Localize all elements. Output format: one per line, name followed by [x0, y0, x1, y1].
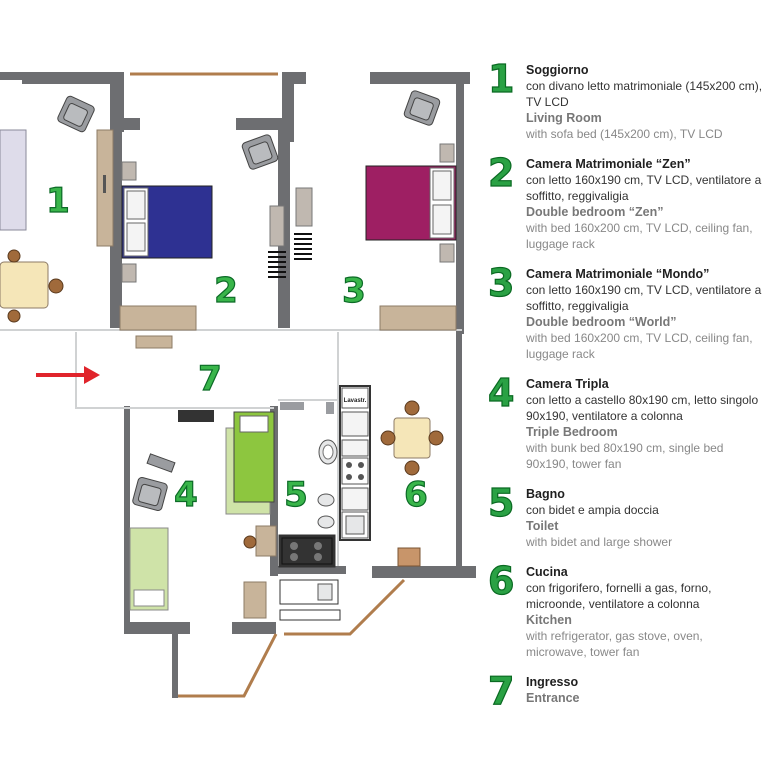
legend-number: 4 [487, 371, 515, 415]
legend-entry-6: 6 Cucina con frigorifero, fornelli a gas… [487, 559, 764, 660]
armchair-icon [403, 90, 441, 126]
kitchen-table [380, 400, 444, 476]
armchair-icon [241, 134, 279, 170]
nightstand [439, 143, 455, 163]
luggage-rack [294, 233, 312, 260]
armchair-icon [57, 95, 95, 133]
tv-stand [295, 187, 313, 227]
legend-desc-en: with refrigerator, gas stove, oven, micr… [526, 629, 703, 659]
legend-entry-5: 5 Bagno con bidet e ampia doccia Toilet … [487, 481, 764, 550]
legend-title-it: Camera Matrimoniale “Zen” [526, 157, 691, 171]
legend-number: 1 [487, 57, 515, 101]
room-number-4: 4 [174, 475, 198, 515]
legend-number: 6 [487, 559, 515, 603]
legend-title-en: Living Room [526, 111, 602, 125]
nightstand [121, 161, 137, 181]
legend-number: 7 [487, 669, 515, 713]
legend-number: 5 [487, 481, 515, 525]
legend-title-it: Soggiorno [526, 63, 589, 77]
legend-desc-it: con bidet e ampia doccia [526, 503, 659, 517]
bidet-icon [317, 493, 335, 507]
legend-desc-en: with bed 160x200 cm, TV LCD, ceiling fan… [526, 221, 753, 251]
double-bed-blue [121, 185, 213, 259]
double-bed-magenta [365, 165, 457, 241]
legend-title-en: Double bedroom “World” [526, 315, 677, 329]
bunk-bed-green [225, 411, 275, 515]
luggage-rack [268, 251, 286, 278]
room-number-7: 7 [198, 359, 222, 399]
legend-title-en: Toilet [526, 519, 559, 533]
legend-title-en: Entrance [526, 691, 580, 705]
room-number-6: 6 [404, 475, 428, 515]
legend-number: 3 [487, 261, 515, 305]
shelf [135, 335, 173, 349]
legend-entry-1: 1 Soggiorno con divano letto matrimonial… [487, 57, 764, 142]
room-number-1: 1 [46, 181, 70, 221]
legend-desc-it: con letto a castello 80x190 cm, letto si… [526, 393, 759, 423]
room-outlines [0, 329, 462, 566]
legend-entry-3: 3 Camera Matrimoniale “Mondo” con letto … [487, 261, 764, 362]
entrance-arrow-icon [36, 366, 100, 384]
legend-desc-it: con frigorifero, fornelli a gas, forno, … [526, 581, 712, 611]
legend-desc-en: with bidet and large shower [526, 535, 673, 549]
dresser [243, 581, 267, 619]
legend-title-en: Kitchen [526, 613, 572, 627]
desk [255, 525, 277, 557]
legend-title-it: Camera Tripla [526, 377, 609, 391]
wardrobe [379, 305, 457, 331]
legend-number: 2 [487, 151, 515, 195]
single-bed-green [129, 527, 169, 611]
dining-table [0, 249, 64, 323]
legend-title-it: Camera Matrimoniale “Mondo” [526, 267, 710, 281]
window-sill [279, 609, 341, 621]
towel-rail [280, 402, 304, 410]
nightstand [439, 243, 455, 263]
sofa-bed [0, 129, 27, 231]
room-number-5: 5 [284, 475, 308, 515]
sink-icon [318, 439, 338, 465]
legend-desc-en: with bunk bed 80x190 cm, single bed 90x1… [526, 441, 724, 471]
legend-title-it: Ingresso [526, 675, 579, 689]
gas-stove-icon [281, 537, 333, 565]
toilet-icon [317, 515, 335, 529]
kitchen-counter: Lavastr. [339, 385, 371, 541]
legend-entry-7: 7 Ingresso Entrance [487, 671, 764, 710]
chair [243, 535, 257, 549]
balcony-lines [130, 72, 406, 698]
legend-title-en: Double bedroom “Zen” [526, 205, 664, 219]
armchair-icon [132, 476, 168, 512]
legend-desc-it: con letto 160x190 cm, TV LCD, ventilator… [526, 173, 762, 203]
legend-title-it: Bagno [526, 487, 565, 501]
sink-icon [317, 583, 333, 601]
nightstand [121, 263, 137, 283]
legend-entry-4: 4 Camera Tripla con letto a castello 80x… [487, 371, 764, 472]
footrest [146, 453, 176, 473]
legend-desc-en: with bed 160x200 cm, TV LCD, ceiling fan… [526, 331, 753, 361]
legend-desc-it: con divano letto matrimoniale (145x200 c… [526, 79, 763, 109]
tower-fan [397, 547, 421, 567]
mirror [326, 402, 334, 414]
tv-stand [178, 410, 214, 422]
legend-entry-2: 2 Camera Matrimoniale “Zen” con letto 16… [487, 151, 764, 252]
legend-desc-en: with sofa bed (145x200 cm), TV LCD [526, 127, 723, 141]
legend-title-en: Triple Bedroom [526, 425, 618, 439]
tv-icon [103, 175, 106, 193]
floor-plan: Lavastr. 1 2 3 4 5 6 7 [0, 72, 476, 698]
legend-title-it: Cucina [526, 565, 568, 579]
room-number-2: 2 [214, 271, 238, 311]
tv-stand [269, 205, 285, 247]
stove-label: Lavastr. [344, 398, 367, 404]
legend-desc-it: con letto 160x190 cm, TV LCD, ventilator… [526, 283, 762, 313]
room-number-3: 3 [342, 271, 366, 311]
room-legend: 1 Soggiorno con divano letto matrimonial… [487, 57, 764, 710]
wardrobe [119, 305, 197, 331]
